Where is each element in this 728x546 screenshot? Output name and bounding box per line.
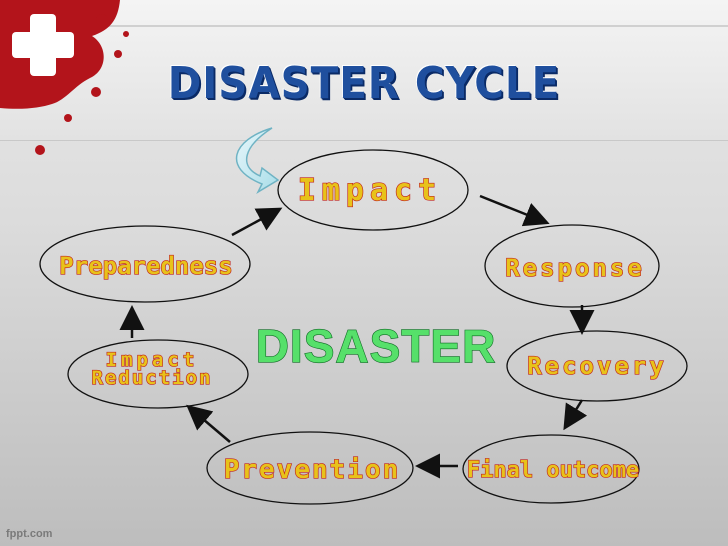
- center-label-disaster: DISASTER: [256, 320, 497, 372]
- arrow-impact-to-response: [480, 196, 545, 222]
- label-impact-reduction-line2: Reduction: [92, 367, 213, 389]
- arrow-recovery-to-final-outcome: [566, 400, 582, 426]
- arrow-preparedness-to-impact: [232, 210, 278, 235]
- slide-title: DISASTER CYCLE: [29, 58, 699, 109]
- arrow-prevention-to-impact-reduction: [190, 408, 230, 442]
- label-recovery: Recovery: [527, 352, 667, 380]
- label-final-outcome: Final outcome: [467, 458, 639, 483]
- label-impact: Impact: [298, 173, 442, 208]
- label-preparedness: Preparedness: [59, 252, 232, 280]
- label-response: Response: [505, 254, 645, 282]
- curved-arrow-icon: [237, 128, 278, 192]
- footer-source: fppt.com: [6, 528, 52, 540]
- label-prevention: Prevention: [224, 455, 401, 485]
